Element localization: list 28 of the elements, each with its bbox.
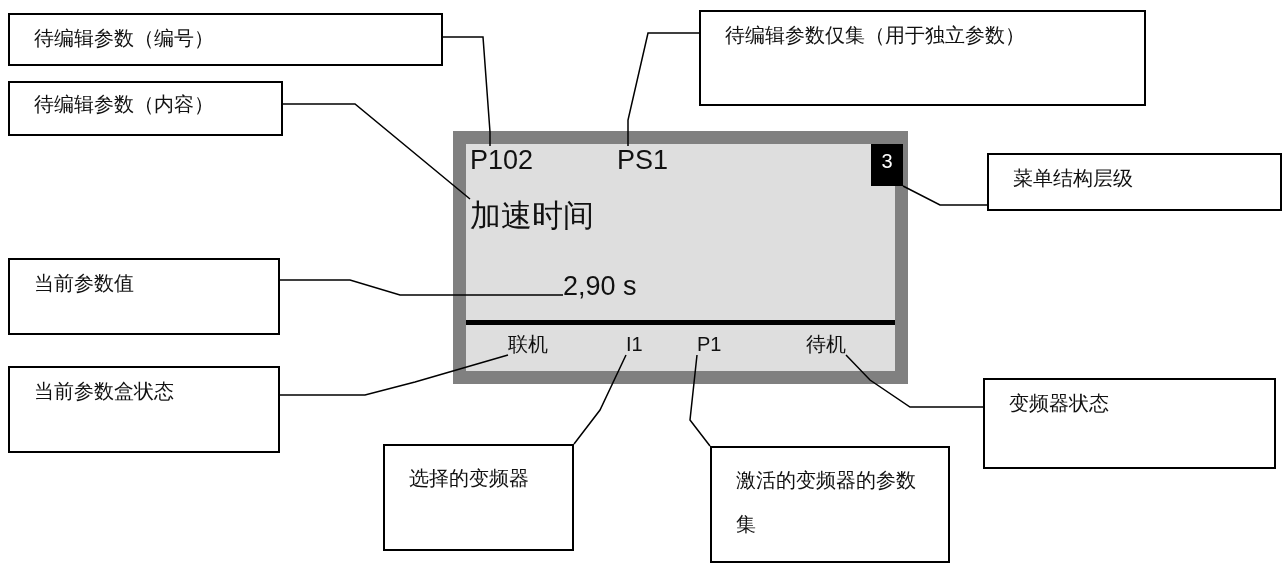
callout-box: 选择的变频器 bbox=[383, 444, 574, 551]
leader-line bbox=[282, 103, 471, 200]
callout-box: 当前参数值 bbox=[8, 258, 280, 335]
callout-box: 变频器状态 bbox=[983, 378, 1276, 469]
leader-line bbox=[442, 36, 491, 147]
leader-line bbox=[279, 354, 509, 396]
menu-level-indicator: 3 bbox=[871, 144, 903, 186]
status-text: 联机 bbox=[508, 333, 548, 355]
status-text: I1 bbox=[626, 333, 643, 355]
callout-box: 待编辑参数仅集（用于独立参数） bbox=[699, 10, 1146, 106]
leader-line bbox=[627, 32, 700, 147]
leader-line bbox=[902, 185, 988, 206]
leader-line bbox=[689, 354, 711, 447]
callout-box: 激活的变频器的参数集 bbox=[710, 446, 950, 563]
parameter-set: PS1 bbox=[617, 146, 669, 176]
parameter-value: 2,90 s bbox=[563, 272, 637, 302]
callout-box: 待编辑参数（内容） bbox=[8, 81, 283, 136]
parameter-name: 加速时间 bbox=[470, 199, 594, 234]
callout-box: 菜单结构层级 bbox=[987, 153, 1282, 211]
status-text: 待机 bbox=[806, 333, 846, 355]
leader-line bbox=[279, 279, 564, 296]
parameter-number: P102 bbox=[470, 146, 534, 176]
leader-line bbox=[845, 354, 984, 408]
status-text: P1 bbox=[697, 333, 722, 355]
display-panel bbox=[453, 131, 908, 384]
callout-box: 当前参数盒状态 bbox=[8, 366, 280, 453]
leader-line bbox=[573, 354, 627, 445]
callout-box: 待编辑参数（编号） bbox=[8, 13, 443, 66]
